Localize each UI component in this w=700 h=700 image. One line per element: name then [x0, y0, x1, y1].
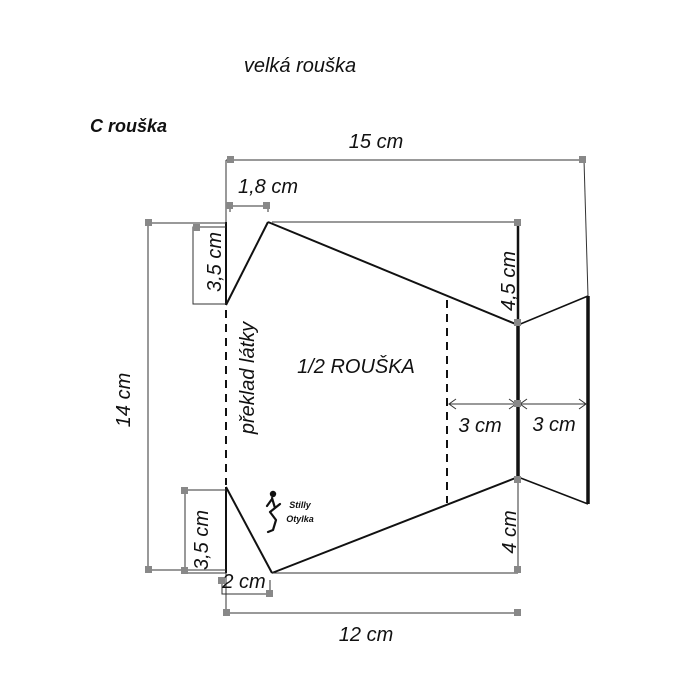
- marker: [514, 400, 521, 407]
- marker: [218, 577, 225, 584]
- bottom-left-diagonal: [225, 486, 273, 574]
- marker: [579, 156, 586, 163]
- label-right-bottom-height: 4 cm: [499, 510, 521, 553]
- diagram-title: velká rouška: [244, 55, 356, 77]
- dim-left-top-bracket: [192, 226, 226, 305]
- marker: [145, 219, 152, 226]
- variant-label: C rouška: [90, 116, 167, 136]
- side-extension: [517, 295, 590, 505]
- marker: [514, 609, 521, 616]
- dim-top-offset-bracket: [229, 205, 269, 212]
- dim-inner-arrowhead-left: [448, 398, 457, 410]
- dim-top-width-right-ext: [583, 159, 589, 297]
- dim-left-bottom-bracket: [184, 489, 226, 574]
- marker: [514, 319, 521, 326]
- label-outer-width: 3 cm: [532, 414, 575, 436]
- marker: [514, 219, 521, 226]
- marker: [145, 566, 152, 573]
- dimension-lines: [147, 159, 589, 616]
- marker: [226, 202, 233, 209]
- logo-line2: Otylka: [286, 514, 314, 524]
- bottom-slope: [271, 476, 519, 574]
- marker: [193, 224, 200, 231]
- marker: [514, 476, 521, 483]
- marker: [223, 609, 230, 616]
- extension-top: [517, 295, 589, 326]
- label-inner-width: 3 cm: [458, 415, 501, 437]
- top-left-diagonal: [225, 221, 269, 306]
- corner-markers: [145, 156, 586, 616]
- brand-logo: Stilly Otylka: [265, 490, 314, 534]
- logo-line1: Stilly: [289, 500, 312, 510]
- label-top-offset: 1,8 cm: [238, 176, 298, 198]
- dim-outer-arrowhead-right: [578, 398, 587, 410]
- label-right-top-height: 4,5 cm: [498, 251, 520, 311]
- label-top-width: 15 cm: [349, 131, 403, 153]
- marker: [266, 590, 273, 597]
- label-bottom-width: 12 cm: [339, 624, 393, 646]
- label-height: 14 cm: [113, 373, 135, 427]
- marker: [263, 202, 270, 209]
- marker: [227, 156, 234, 163]
- pattern-outline: [225, 221, 520, 574]
- marker: [181, 487, 188, 494]
- label-left-bottom-height: 3,5 cm: [191, 510, 213, 570]
- top-slope: [267, 221, 519, 326]
- label-fold: překlad látky: [237, 321, 259, 435]
- extension-bottom: [517, 476, 589, 505]
- dim-bottom-offset-bracket: [221, 580, 271, 595]
- label-left-top-height: 3,5 cm: [204, 232, 226, 292]
- marker: [181, 567, 188, 574]
- label-center: 1/2 ROUŠKA: [297, 355, 415, 378]
- figure-icon: [265, 490, 282, 534]
- marker: [514, 566, 521, 573]
- label-bottom-offset: 2 cm: [221, 571, 265, 593]
